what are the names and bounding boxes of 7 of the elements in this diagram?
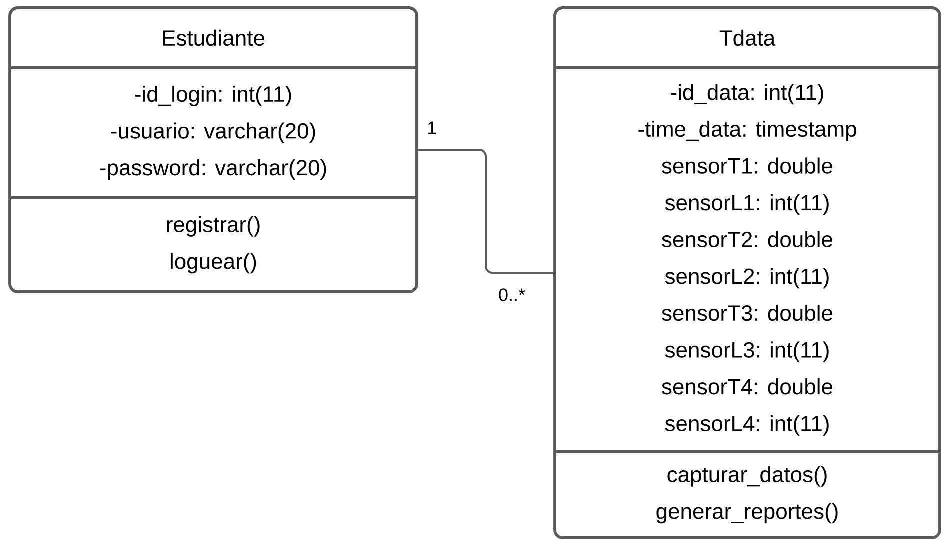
association-line [418, 149, 554, 274]
compartment: -id_login: int(11) -usuario: varchar(20) -password: varchar(20) [10, 66, 417, 180]
compartment: -id_data: int(11) -time_data: timestamp sensorT1: double sensorL1: int(11) sensorT2: double sensorL2: int(11) sensorT3: double sensorL3: int(11) sensorT4: double sensorL4: int(11) [555, 66, 940, 436]
multiplicity-label: 1 [428, 122, 436, 134]
multiplicity-label: 0..* [499, 288, 526, 302]
compartment: registrar() loguear() [10, 196, 417, 274]
compartment: capturar_datos() generar_reportes() [555, 450, 940, 524]
